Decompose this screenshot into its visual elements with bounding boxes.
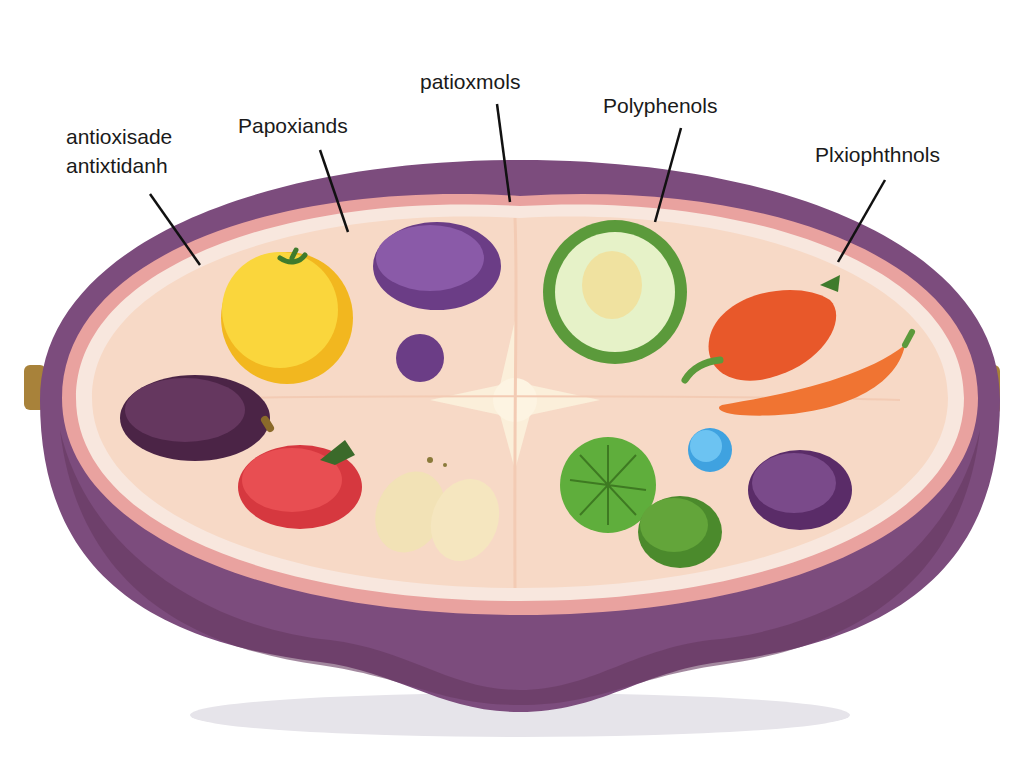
foods (570, 445, 646, 525)
eggplant-skin (40, 160, 1000, 712)
foods (752, 453, 836, 513)
foods (582, 251, 642, 319)
eggplant-flesh (92, 217, 948, 588)
foods (905, 332, 912, 345)
leader-lines (320, 150, 348, 232)
leader-lines (150, 104, 885, 265)
foods (555, 232, 675, 352)
foods (748, 450, 852, 530)
foods (265, 420, 270, 428)
foods (222, 252, 338, 368)
foods (719, 345, 905, 416)
foods (373, 222, 501, 310)
foods (638, 496, 722, 568)
foods (125, 378, 245, 442)
foods (685, 360, 720, 380)
foods (543, 220, 687, 364)
leader-lines (150, 194, 200, 265)
callout-label: Polyphenols (603, 91, 717, 120)
foods (427, 457, 433, 463)
foods (221, 252, 353, 384)
eggplant-flesh (515, 218, 516, 588)
callout-label: antioxisade antixtidanh (66, 122, 216, 180)
foods (320, 440, 355, 465)
leader-lines (497, 104, 510, 202)
foods (280, 250, 305, 262)
foods (120, 220, 912, 571)
foods (420, 469, 511, 571)
foods (688, 428, 732, 472)
foods (396, 334, 444, 382)
callout-label: Papoxiands (238, 111, 348, 140)
callout-label: Plxiophthnols (815, 140, 940, 169)
leader-lines (838, 180, 885, 262)
foods (640, 498, 708, 552)
foods (120, 375, 270, 461)
eggplant-skin (40, 160, 1000, 712)
eggplant-flesh (76, 204, 964, 601)
foods (709, 290, 837, 381)
foods (690, 430, 722, 462)
foods (376, 225, 484, 291)
foods (443, 463, 447, 467)
leader-lines (655, 128, 681, 222)
callout-label: patioxmols (420, 67, 520, 96)
foods (820, 275, 840, 292)
